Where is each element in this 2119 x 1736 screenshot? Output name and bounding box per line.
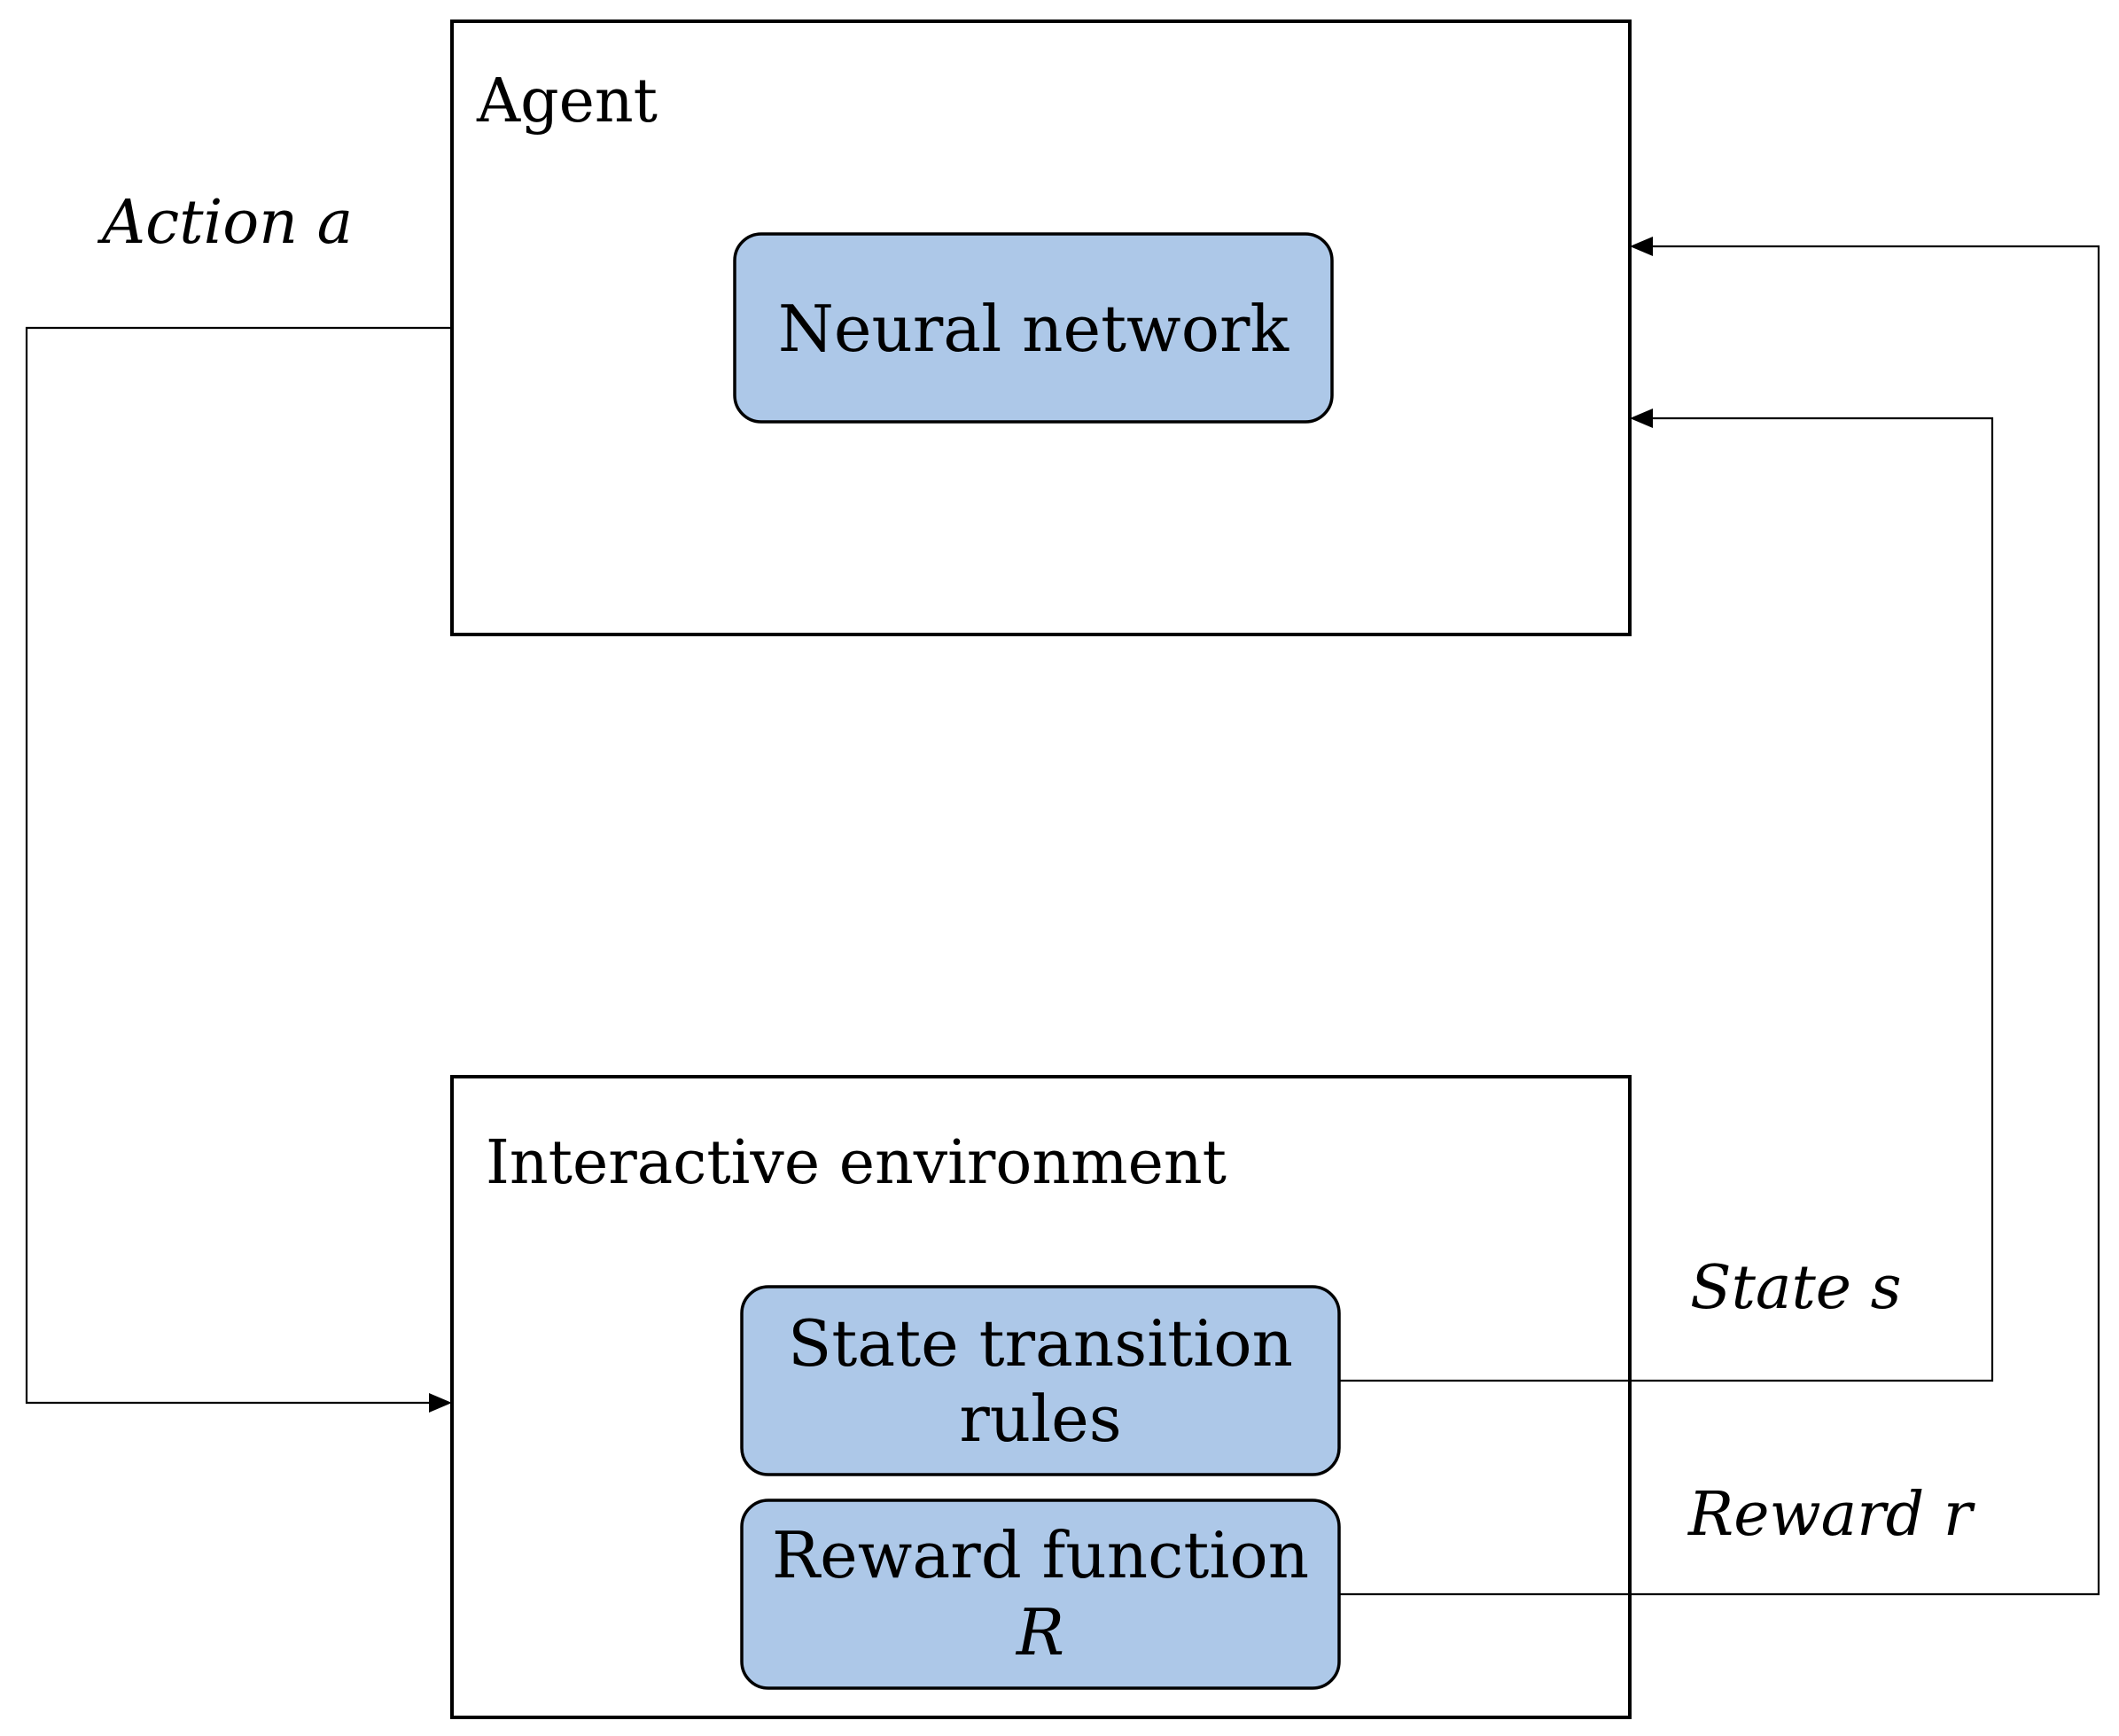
state-transition-label-line2: rules <box>959 1382 1121 1456</box>
state-transition-module: State transition rules <box>740 1285 1341 1476</box>
reward-function-module: Reward function R <box>740 1499 1341 1690</box>
reward-function-label-line1: Reward function <box>772 1518 1309 1592</box>
reward-function-label-line2: R <box>1015 1595 1064 1670</box>
reward-label: Reward r <box>1687 1480 1975 1550</box>
state-transition-label-line1: State transition <box>788 1306 1293 1381</box>
state-connector <box>1339 416 1994 1382</box>
state-edge: State s <box>1339 409 1994 1382</box>
reward-arrowhead <box>1630 237 1653 256</box>
reward-edge: Reward r <box>1339 237 2100 1596</box>
reward-connector <box>1339 245 2100 1596</box>
agent-container: Agent Neural network <box>450 19 1632 636</box>
action-label: Action a <box>97 188 353 258</box>
neural-network-module: Neural network <box>733 232 1334 424</box>
neural-network-box <box>733 232 1334 424</box>
environment-container: Interactive environment State transition… <box>450 1075 1632 1719</box>
agent-title: Agent <box>476 66 658 136</box>
state-label: State s <box>1690 1253 1902 1323</box>
action-edge: Action a <box>25 188 452 1413</box>
action-connector <box>25 326 452 1405</box>
state-arrowhead <box>1630 409 1653 428</box>
environment-title: Interactive environment <box>486 1128 1227 1198</box>
neural-network-label: Neural network <box>778 292 1290 366</box>
action-arrowhead <box>429 1393 452 1413</box>
